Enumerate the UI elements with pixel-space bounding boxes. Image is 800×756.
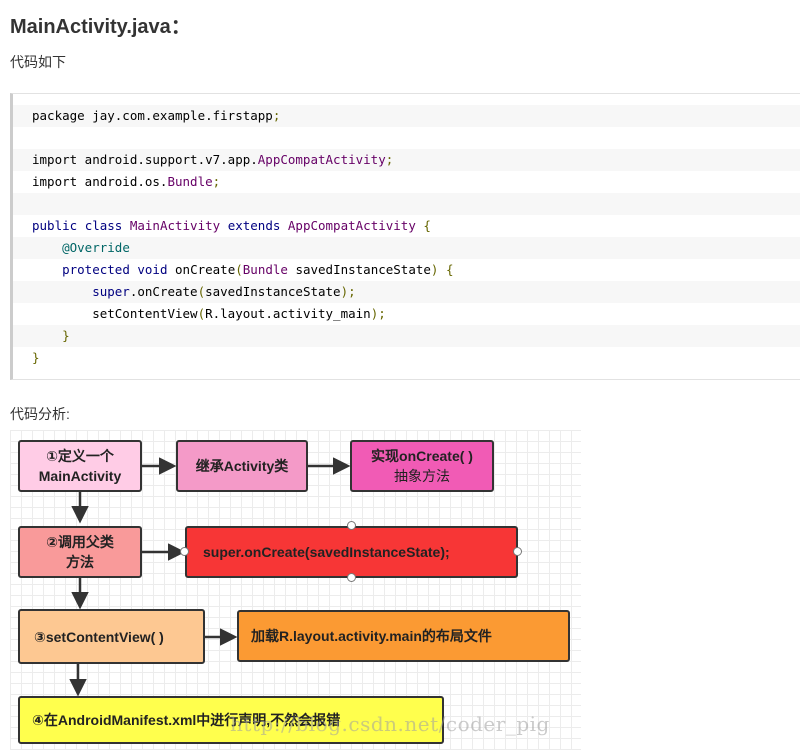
- code-line: package jay.com.example.firstapp;: [13, 105, 800, 127]
- code-token: protected: [62, 262, 138, 277]
- code-token: (: [197, 284, 206, 299]
- code-line: [13, 127, 800, 149]
- selection-handle-left: [180, 547, 189, 556]
- code-token: R.layout.activity_main: [205, 306, 371, 321]
- selection-handle-bottom: [347, 573, 356, 582]
- intro-text: 代码如下: [10, 54, 66, 70]
- code-token: import android.support.v7.app.: [32, 152, 258, 167]
- code-token: package jay.com.example.firstapp: [32, 108, 273, 123]
- code-token: }: [32, 350, 40, 365]
- code-token: (: [197, 306, 206, 321]
- code-token: super: [32, 284, 130, 299]
- super-box: super.onCreate(savedInstanceState);: [185, 526, 518, 578]
- step4-box: ④在AndroidManifest.xml中进行声明,不然会报错: [18, 696, 444, 744]
- code-line: }: [13, 347, 800, 369]
- code-token: @Override: [62, 240, 130, 255]
- code-token: import android.os.: [32, 174, 168, 189]
- code-line: protected void onCreate(Bundle savedInst…: [13, 259, 800, 281]
- code-token: [32, 240, 62, 255]
- step1-line2: MainActivity: [38, 468, 122, 484]
- code-line: import android.os.Bundle;: [13, 171, 800, 193]
- code-token: (: [235, 262, 243, 277]
- step3-box: ③setContentView( ): [18, 609, 205, 664]
- code-block: package jay.com.example.firstapp; import…: [10, 93, 800, 380]
- super-label: super.onCreate(savedInstanceState);: [203, 544, 450, 560]
- code-line: import android.support.v7.app.AppCompatA…: [13, 149, 800, 171]
- watermark: http://blog.csdn.net/coder_pig: [230, 712, 550, 736]
- code-line: super.onCreate(savedInstanceState);: [13, 281, 800, 303]
- impl-line1: 实现onCreate( ): [371, 448, 473, 464]
- step3-label: ③setContentView( ): [34, 628, 164, 645]
- flow-diagram: ①定义一个 MainActivity 继承Activity类 实现onCreate…: [10, 430, 581, 750]
- code-token: setContentView: [32, 306, 198, 321]
- code-token: [32, 262, 62, 277]
- impl-box: 实现onCreate( ) 抽象方法: [350, 440, 494, 492]
- load-box: 加载R.layout.activity.main的布局文件: [237, 610, 570, 662]
- code-token: ;: [385, 152, 394, 167]
- code-line: setContentView(R.layout.activity_main);: [13, 303, 800, 325]
- code-token: [32, 328, 62, 343]
- code-token: public: [32, 218, 85, 233]
- code-token: Bundle: [242, 262, 296, 277]
- analysis-label: 代码分析:: [10, 406, 70, 422]
- code-token: savedInstanceState: [205, 284, 341, 299]
- step1-box: ①定义一个 MainActivity: [18, 440, 142, 492]
- impl-line2: 抽象方法: [394, 468, 450, 484]
- code-token: ) {: [430, 262, 454, 277]
- code-token: MainActivity: [129, 218, 228, 233]
- code-token: onCreate: [175, 262, 236, 277]
- code-token: .onCreate: [129, 284, 198, 299]
- code-token: ;: [212, 174, 221, 189]
- code-token: savedInstanceState: [295, 262, 431, 277]
- code-token: );: [370, 306, 386, 321]
- code-line: @Override: [13, 237, 800, 259]
- code-token: );: [340, 284, 356, 299]
- code-token: AppCompatActivity: [287, 218, 424, 233]
- step2-line2: 方法: [65, 554, 94, 570]
- code-token: ;: [272, 108, 281, 123]
- code-line: }: [13, 325, 800, 347]
- code-token: extends: [227, 218, 288, 233]
- diagram-arrows: [69, 457, 351, 697]
- inherit-box: 继承Activity类: [176, 440, 308, 492]
- code-token: }: [62, 328, 70, 343]
- code-token: AppCompatActivity: [257, 152, 386, 167]
- step1-line1: ①定义一个: [46, 448, 114, 464]
- selection-handle-top: [347, 521, 356, 530]
- page-title: MainActivity.java：: [10, 16, 191, 38]
- code-line: public class MainActivity extends AppCom…: [13, 215, 800, 237]
- step2-box: ②调用父类方法: [18, 526, 142, 578]
- step2-line1: ②调用父类: [46, 534, 114, 550]
- code-token: void: [137, 262, 176, 277]
- selection-handle-right: [513, 547, 522, 556]
- load-label: 加载R.layout.activity.main的布局文件: [251, 628, 492, 644]
- code-line: [13, 193, 800, 215]
- inherit-label: 继承Activity类: [195, 458, 289, 474]
- code-token: class: [84, 218, 130, 233]
- step4-label: ④在AndroidManifest.xml中进行声明,不然会报错: [32, 712, 341, 728]
- code-token: {: [423, 218, 431, 233]
- code-token: Bundle: [167, 174, 213, 189]
